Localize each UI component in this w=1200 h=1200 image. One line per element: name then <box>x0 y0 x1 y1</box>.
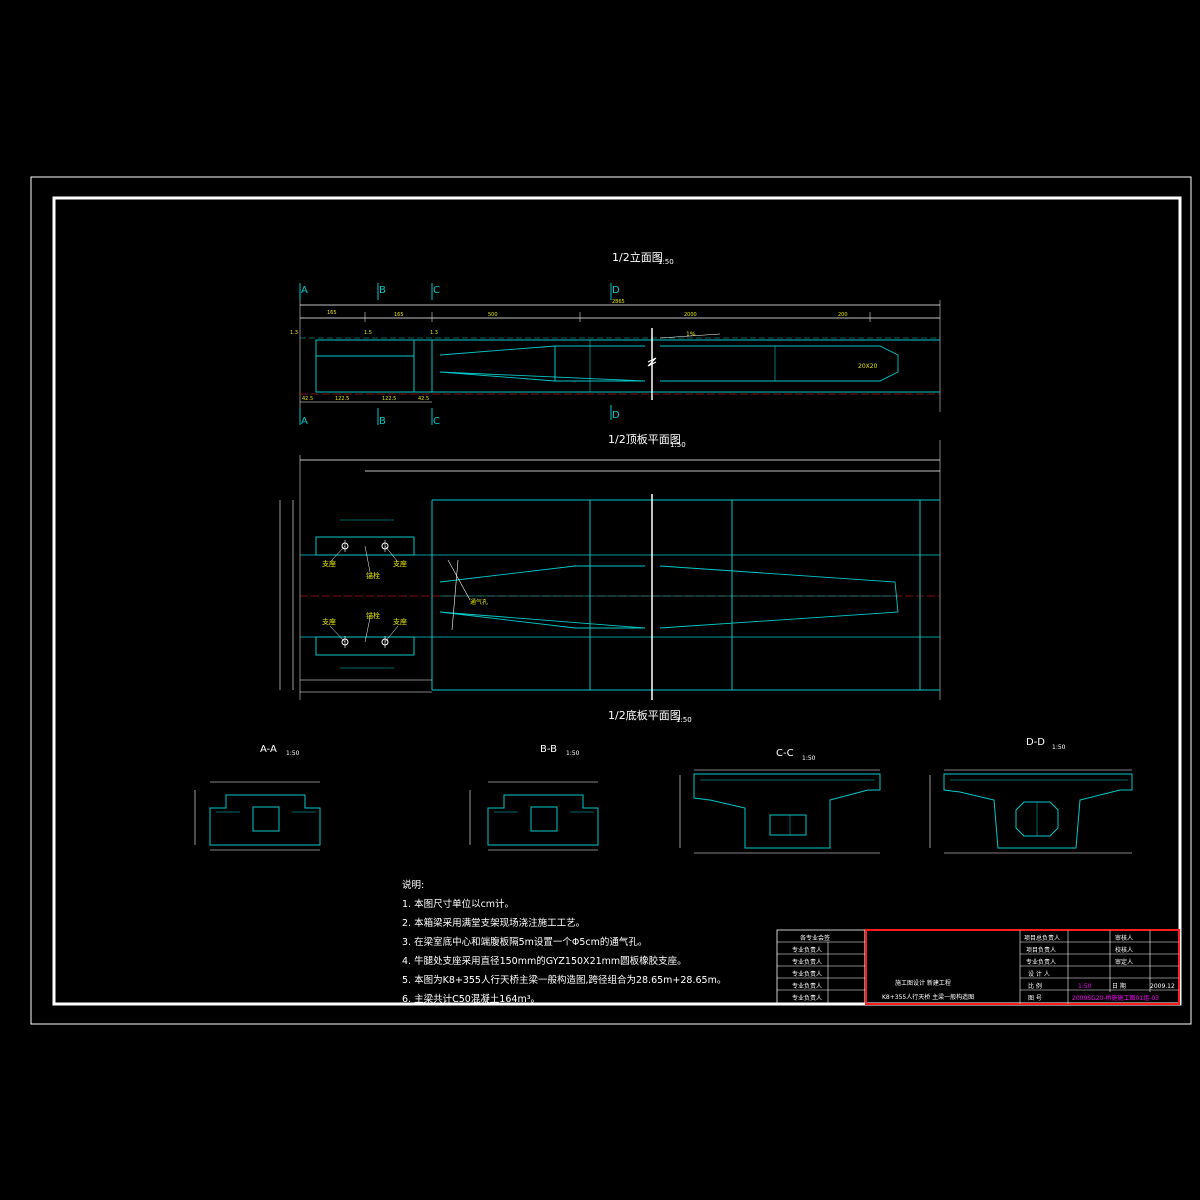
dim-200: 200 <box>838 312 848 318</box>
mark-c-bottom: C <box>433 416 440 427</box>
mark-d-top: D <box>612 285 620 296</box>
chamfer-label: 20X20 <box>858 363 878 370</box>
section-bb-scale: 1:50 <box>566 750 580 757</box>
role-6: 图 号 <box>1028 995 1042 1002</box>
dim-2000: 2000 <box>684 312 697 318</box>
sign-row-2: 专业负责人 <box>792 958 822 966</box>
sign-row-3: 专业负责人 <box>792 970 822 978</box>
notes-heading: 说明: <box>402 880 425 891</box>
note-item-2: 2. 本箱梁采用满堂支架现场浇注施工工艺。 <box>402 918 586 929</box>
dim-165-a: 165 <box>327 310 337 316</box>
top-plan-scale: 1:50 <box>670 441 686 449</box>
note-item-3: 3. 在梁室底中心和端腹板隔5m设置一个Φ5cm的通气孔。 <box>402 937 648 948</box>
bottom-dim-1: 42.5 <box>302 396 313 402</box>
role-9: 审定人 <box>1115 958 1133 966</box>
mark-b-bottom: B <box>379 416 386 427</box>
role-3: 专业负责人 <box>1026 958 1056 966</box>
role-10: 日 期 <box>1112 982 1126 990</box>
scale-value: 1:50 <box>1078 983 1092 990</box>
plan-body: 支座 支座 锚栓 支座 支座 锚栓 通气孔 <box>300 494 940 700</box>
notes-block: 说明: 1. 本图尺寸单位以cm计。 2. 本箱梁采用满堂支架现场浇注施工工艺。… <box>402 876 742 1009</box>
dim-165-b: 165 <box>394 312 404 318</box>
bottom-dim-4: 42.5 <box>418 396 429 402</box>
support-label-1: 1.3 <box>290 330 298 336</box>
mark-c-top: C <box>433 285 440 296</box>
section-cc-title: C-C <box>776 748 794 759</box>
support-label-upper-right: 支座 <box>393 559 407 568</box>
sign-row-4: 专业负责人 <box>792 982 822 990</box>
dim-500: 500 <box>488 312 498 318</box>
note-item-1: 1. 本图尺寸单位以cm计。 <box>402 899 515 910</box>
title-block: 各专业会签 专业负责人 专业负责人 专业负责人 专业负责人 专业负责人 施工图设… <box>776 929 1180 1005</box>
outer-frame <box>30 176 1192 1025</box>
section-bb <box>469 781 599 851</box>
top-plan-title: 1/2顶板平面图 <box>608 432 681 446</box>
role-5: 比 例 <box>1028 982 1042 990</box>
anchor-label-upper: 锚栓 <box>366 571 380 580</box>
mark-a-top: A <box>301 285 308 296</box>
support-label-lower-right: 支座 <box>393 617 407 626</box>
mark-d-bottom: D <box>612 410 620 421</box>
support-label-lower-left: 支座 <box>322 617 336 626</box>
sign-row-1: 专业负责人 <box>792 946 822 954</box>
role-1: 项目总负责人 <box>1024 934 1060 942</box>
note-item-4: 4. 牛腿处支座采用直径150mm的GYZ150X21mm圆板橡胶支座。 <box>402 956 687 967</box>
role-4: 设 计 人 <box>1028 970 1050 978</box>
mark-a-bottom: A <box>301 416 308 427</box>
section-aa <box>194 781 321 851</box>
bottom-plan-scale: 1:50 <box>676 716 692 724</box>
date-value: 2009.12 <box>1150 983 1175 990</box>
section-markers-top: A B C D <box>299 283 620 300</box>
section-dd-title: D-D <box>1026 737 1045 748</box>
role-7: 审核人 <box>1115 934 1133 942</box>
section-markers-bottom: A B C D <box>299 405 620 427</box>
support-label-upper-left: 支座 <box>322 559 336 568</box>
section-cc-scale: 1:50 <box>802 755 816 762</box>
plan-dimensions <box>279 440 941 700</box>
inner-frame <box>52 196 1182 1006</box>
bottom-plan-title: 1/2底板平面图 <box>608 708 681 722</box>
dim-total: 2865 <box>612 299 625 305</box>
elevation-scale: 1:50 <box>658 258 674 266</box>
note-item-5: 5. 本图为K8+355人行天桥主梁一般构造图,跨径组合为28.65m+28.6… <box>402 975 727 986</box>
role-8: 校核人 <box>1115 946 1133 954</box>
bottom-dim-2: 122.5 <box>335 396 349 402</box>
section-aa-scale: 1:50 <box>286 750 300 757</box>
support-label-2: 1.5 <box>364 330 372 336</box>
elevation-body: 1% 20X20 42.5 122.5 122.5 42.5 <box>300 328 940 403</box>
drawing-number: 2009SG20-桥施施工图01组-03 <box>1072 994 1159 1002</box>
anchor-label-lower: 锚栓 <box>366 611 380 620</box>
slope-label: 1% <box>686 331 696 338</box>
project-line-1: 施工图设计 新建工程 <box>895 979 951 987</box>
support-label-3: 1.3 <box>430 330 438 336</box>
section-dd <box>929 769 1133 854</box>
section-bb-title: B-B <box>540 744 557 755</box>
section-dd-scale: 1:50 <box>1052 744 1066 751</box>
elevation-title: 1/2立面图 <box>612 250 663 264</box>
mark-b-top: B <box>379 285 386 296</box>
section-cc <box>679 769 881 854</box>
vent-hole-label: 通气孔 <box>470 598 488 606</box>
project-line-2: K8+355人行天桥 主梁一般构造图 <box>882 993 974 1001</box>
sign-header: 各专业会签 <box>800 934 830 942</box>
note-item-6: 6. 主梁共计C50混凝土164m³。 <box>402 994 541 1005</box>
sign-row-5: 专业负责人 <box>792 994 822 1002</box>
section-aa-title: A-A <box>260 744 277 755</box>
elevation-dimensions: 2865 165 165 500 2000 200 1.3 1.5 1.3 <box>290 299 941 412</box>
bottom-dim-3: 122.5 <box>382 396 396 402</box>
role-2: 项目负责人 <box>1026 946 1056 954</box>
